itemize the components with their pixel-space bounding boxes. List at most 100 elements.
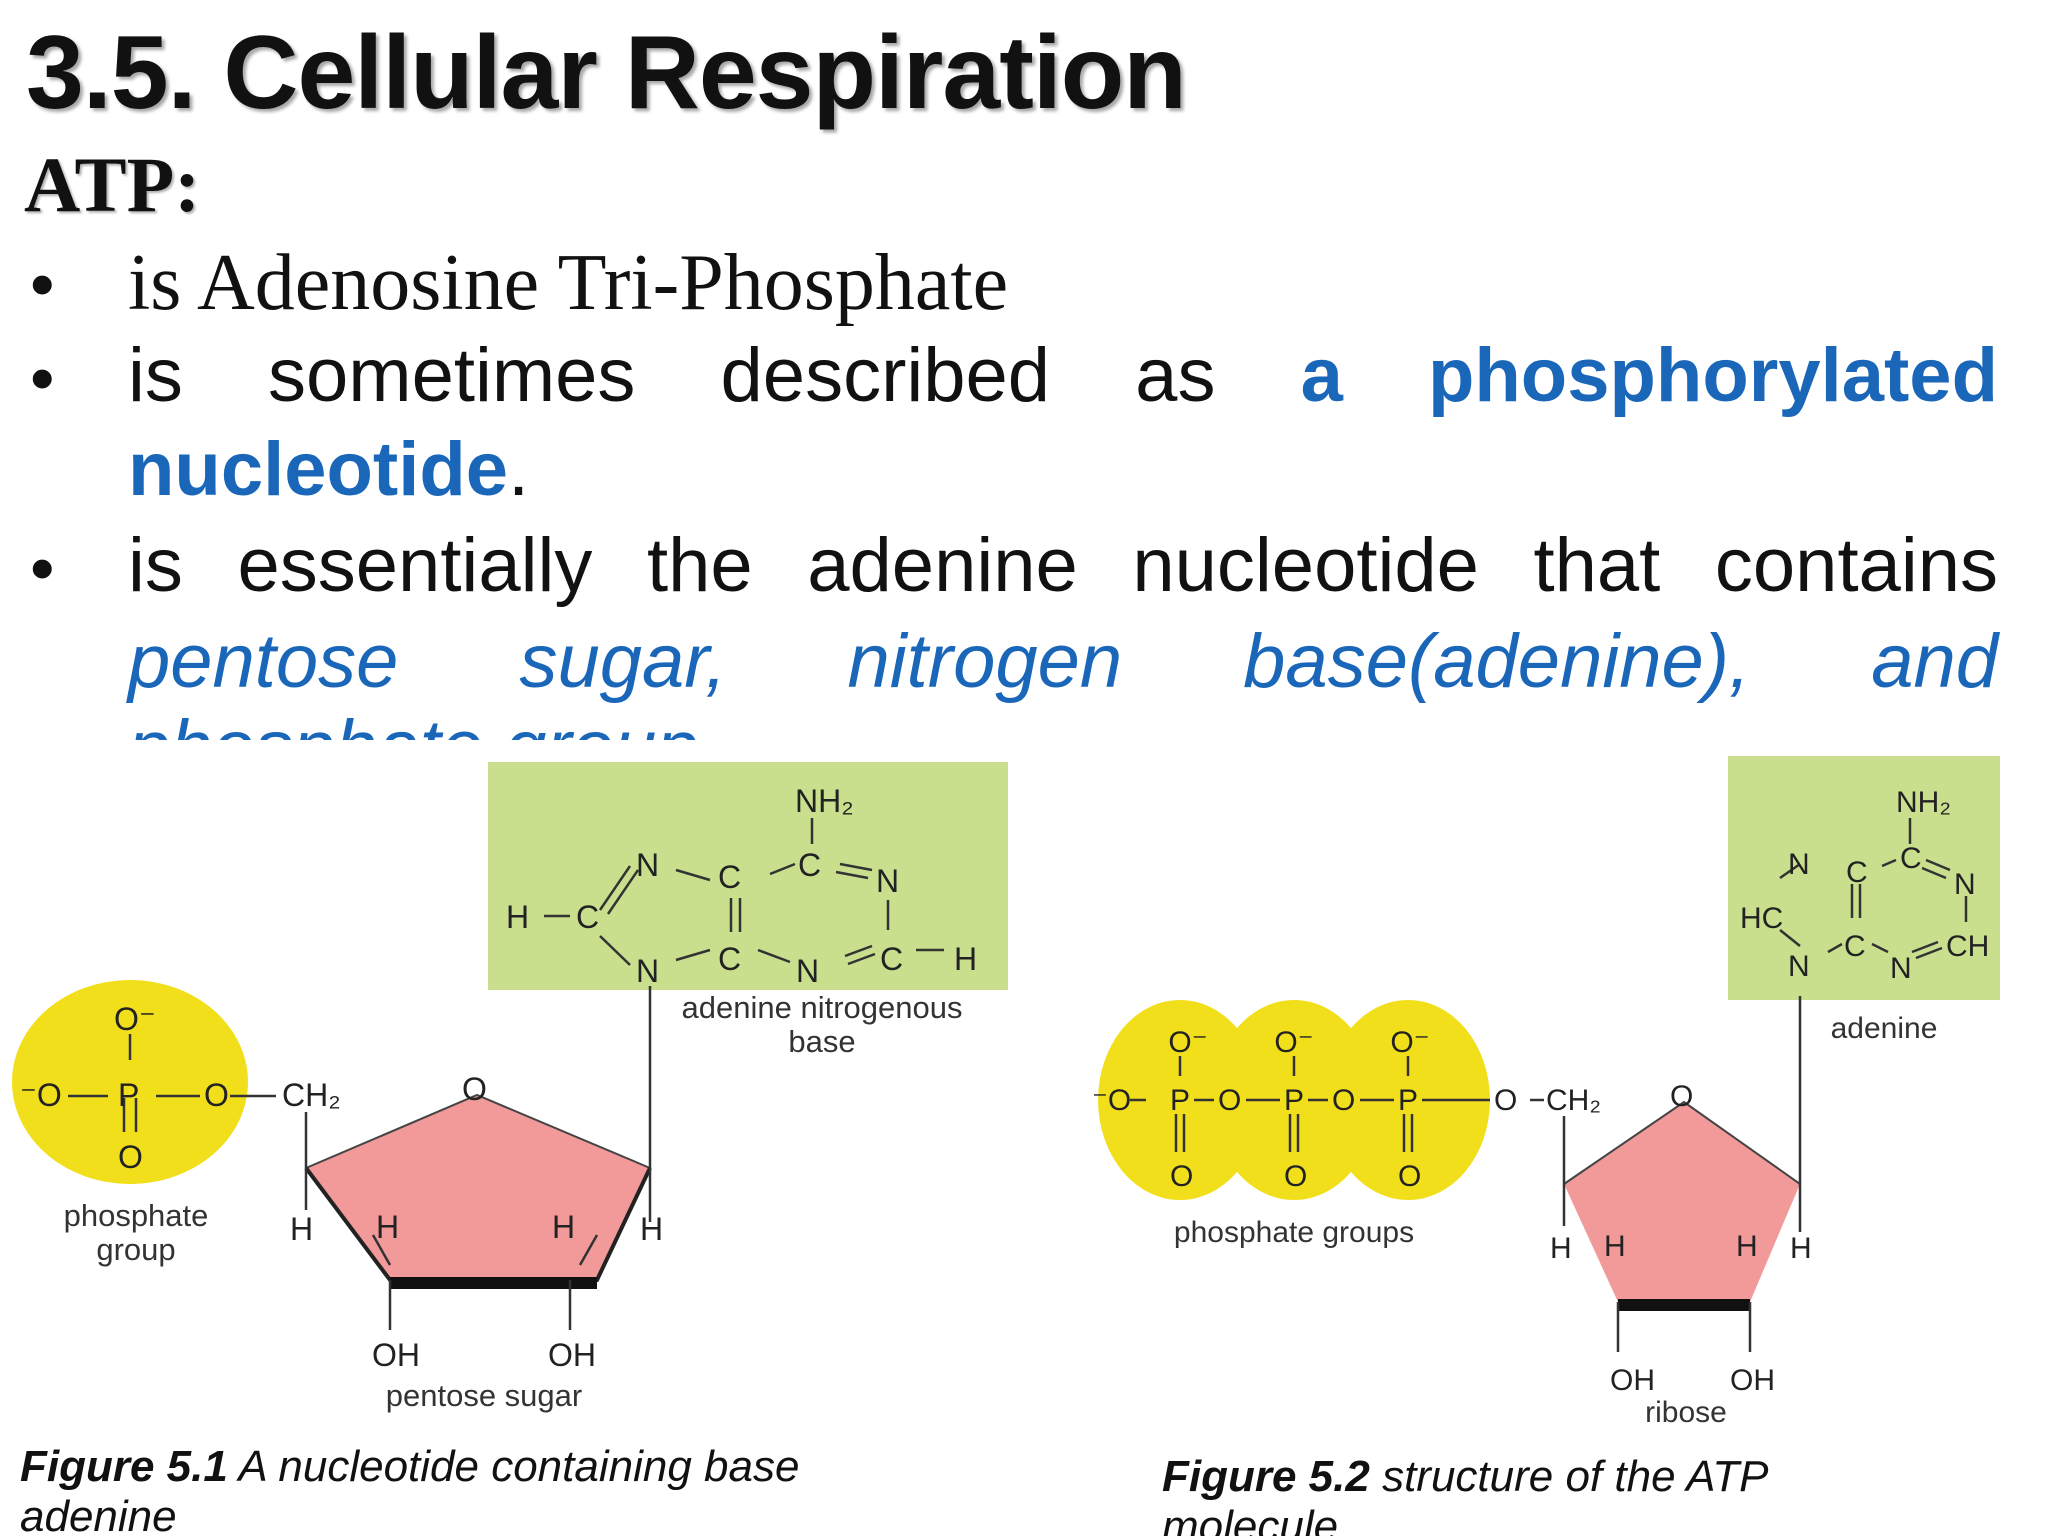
ribose-label: ribose	[1645, 1396, 1727, 1429]
atom-label: O	[1494, 1084, 1517, 1117]
phosphate-circle	[1098, 1000, 1262, 1200]
atom-label: OH	[1730, 1364, 1775, 1397]
atom-label: H	[954, 941, 977, 977]
caption-text: A nucleotide containing base adenine	[20, 1442, 800, 1536]
atom-label: O⁻	[1168, 1026, 1207, 1059]
highlight-word: sugar,	[519, 619, 727, 704]
figure-nucleotide-diagram: NH₂ N C C N H C N C N C H O⁻ ⁻O P O O CH…	[12, 762, 1008, 1413]
atom-label: C	[1900, 842, 1922, 875]
page-title: 3.5. Cellular Respiration	[26, 15, 1187, 131]
atom-label: O	[1398, 1160, 1421, 1193]
atom-label: H	[640, 1211, 663, 1247]
atom-label: H	[1604, 1230, 1626, 1263]
word: nucleotide	[1132, 523, 1479, 608]
figure-number: Figure 5.1	[20, 1442, 228, 1491]
atom-label: ⁻O	[1092, 1084, 1131, 1117]
word: is	[128, 333, 183, 418]
phosphate-circle	[12, 980, 248, 1184]
bullet-marker: •	[30, 245, 55, 323]
highlight-word: base(adenine),	[1243, 619, 1751, 704]
atom-label: O	[1170, 1160, 1193, 1193]
atom-label: O	[462, 1071, 487, 1107]
word: sometimes	[268, 333, 636, 418]
atom-label: N	[636, 953, 659, 989]
atom-label: O	[204, 1077, 229, 1113]
highlight-word: nitrogen	[847, 619, 1123, 704]
bullet-2-line-1: is sometimes described as a phosphorylat…	[128, 332, 1998, 419]
sugar-pentagon	[306, 1095, 650, 1280]
atom-label: P	[1398, 1084, 1418, 1117]
atom-label: C	[1844, 930, 1866, 963]
highlight-word: a	[1300, 333, 1343, 418]
adenine-box	[488, 762, 1008, 990]
atom-label: C	[718, 941, 741, 977]
bullet-list: • is Adenosine Tri-Phosphate • is someti…	[0, 230, 2048, 740]
bullet-1-text: is Adenosine Tri-Phosphate	[128, 239, 1009, 327]
atom-label: O	[1218, 1084, 1241, 1117]
atom-label: C	[1846, 856, 1868, 889]
word: adenine	[807, 523, 1078, 608]
atom-label: N	[1890, 952, 1912, 985]
atom-label: H	[1736, 1230, 1758, 1263]
atom-label: OH	[372, 1337, 420, 1373]
atom-label: H	[1550, 1232, 1572, 1265]
atom-label: HC	[1740, 902, 1783, 935]
atom-label: N	[1954, 868, 1976, 901]
figure-1-caption: Figure 5.1 A nucleotide containing base …	[20, 1442, 860, 1536]
bullet-marker: •	[30, 529, 55, 607]
section-heading: ATP:	[24, 141, 201, 228]
atom-label: N	[636, 847, 659, 883]
atom-label: NH₂	[1896, 786, 1951, 819]
bullet-marker: •	[30, 339, 55, 417]
highlight-word: pentose	[128, 619, 399, 704]
atom-label: OH	[1610, 1364, 1655, 1397]
adenine-box	[1728, 756, 2000, 1000]
phosphate-label: phosphate groups	[1174, 1216, 1414, 1249]
atom-label: OH	[548, 1337, 596, 1373]
highlight-word: and	[1871, 619, 1998, 704]
atom-label: O	[1332, 1084, 1355, 1117]
atom-label: C	[576, 899, 599, 935]
phosphate-label: group	[96, 1232, 175, 1267]
word: is	[128, 523, 183, 608]
atom-label: O⁻	[114, 1001, 156, 1037]
caption-text: structure of the ATP molecule	[1162, 1452, 1767, 1536]
atom-label: H	[290, 1211, 313, 1247]
ribose-pentagon	[1564, 1102, 1800, 1302]
bullet-3-line-1: is essentially the adenine nucleotide th…	[128, 522, 1998, 609]
atom-label: H	[506, 899, 529, 935]
atom-label: N	[796, 953, 819, 989]
atom-label: C	[718, 859, 741, 895]
period: .	[508, 427, 530, 512]
atom-label: O	[118, 1139, 143, 1175]
atom-label: CH	[1946, 930, 1989, 963]
figure-atp-diagram: O⁻ O⁻ O⁻ ⁻O P O P O P O O O O CH₂ O H H …	[1092, 756, 2000, 1429]
adenine-label: adenine	[1831, 1012, 1938, 1045]
word: essentially	[237, 523, 593, 608]
atom-label: O	[1284, 1160, 1307, 1193]
bullet-3-line-3: phosphate group	[128, 704, 1998, 740]
phosphate-label: phosphate	[64, 1198, 209, 1233]
adenine-label: base	[788, 1024, 855, 1059]
phosphate-circle	[1212, 1000, 1376, 1200]
atom-label: H	[376, 1209, 399, 1245]
atom-label: NH₂	[795, 783, 854, 819]
atom-label: CH₂	[282, 1077, 341, 1113]
atom-label: C	[880, 941, 903, 977]
phosphate-circle	[1326, 1000, 1490, 1200]
atom-label: CH₂	[1546, 1084, 1601, 1117]
atom-label: O⁻	[1274, 1026, 1313, 1059]
word: contains	[1714, 523, 1998, 608]
figure-number: Figure 5.2	[1162, 1452, 1370, 1501]
atom-label: ⁻O	[20, 1077, 62, 1113]
figure-2-caption: Figure 5.2 structure of the ATP molecule	[1162, 1452, 1922, 1536]
atom-label: P	[1284, 1084, 1304, 1117]
atom-label: H	[1790, 1232, 1812, 1265]
bullet-2-line-2: nucleotide.	[128, 426, 1998, 513]
bullet-3-line-2: pentose sugar, nitrogen base(adenine), a…	[128, 618, 1998, 705]
word: as	[1135, 333, 1216, 418]
atom-label: P	[1170, 1084, 1190, 1117]
atom-label: P	[118, 1077, 139, 1113]
word: that	[1533, 523, 1661, 608]
atom-label: N	[1788, 950, 1810, 983]
